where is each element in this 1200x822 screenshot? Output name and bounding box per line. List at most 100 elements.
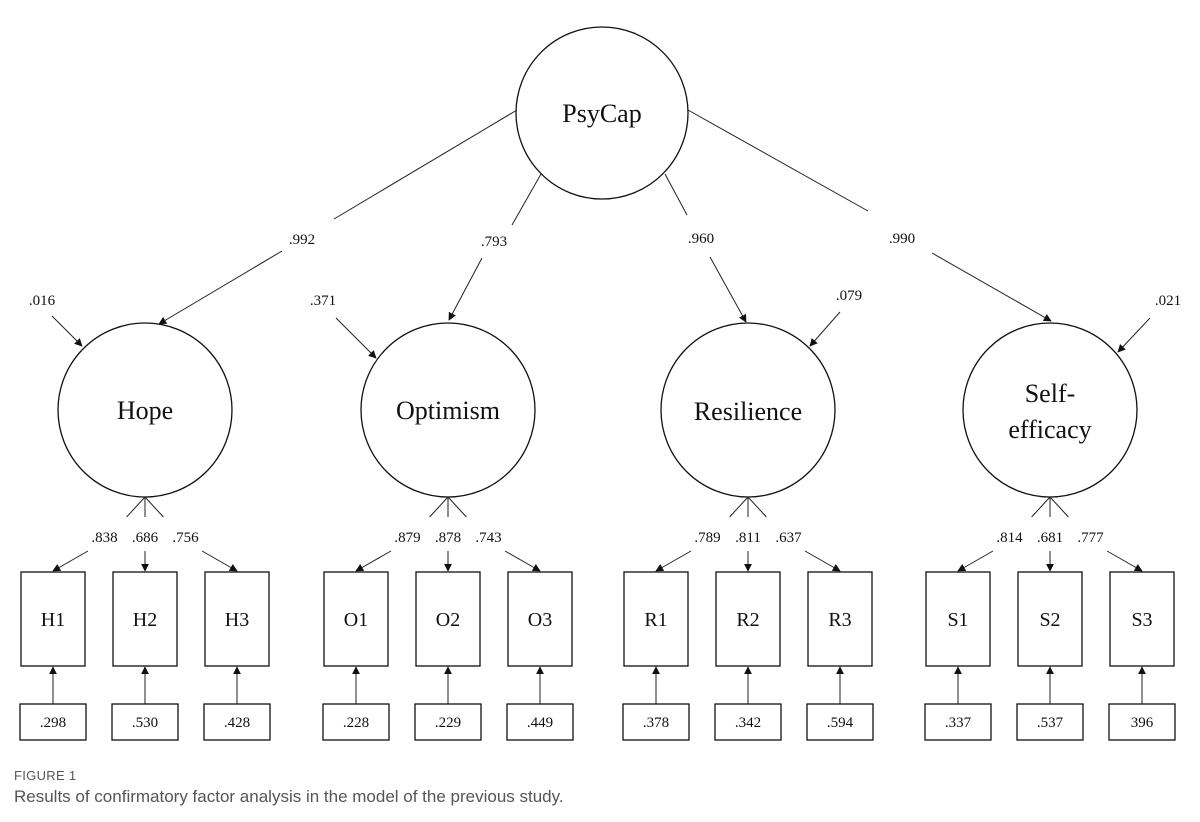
loading-stub-h1 xyxy=(126,496,146,518)
figure-caption: FIGURE 1 Results of confirmatory factor … xyxy=(14,768,564,807)
error-box-h2 xyxy=(111,703,179,741)
error-box-o1 xyxy=(322,703,390,741)
error-box-r2 xyxy=(714,703,782,741)
structural-paths: .992 .793 .960 .990 xyxy=(158,109,1052,325)
error-label-h2: .530 xyxy=(132,715,158,731)
loading-stub-o1 xyxy=(429,496,449,518)
error-box-o3 xyxy=(506,703,574,741)
indicator-label-o2: O2 xyxy=(436,609,460,631)
loading-label-s3: .777 xyxy=(1077,530,1104,546)
error-box-r1 xyxy=(622,703,690,741)
indicator-label-o3: O3 xyxy=(528,609,552,631)
loading-arrow-o1 xyxy=(355,550,392,572)
hope-label: Hope xyxy=(117,396,173,425)
error-label-s2: .537 xyxy=(1037,715,1064,731)
hope-factor: Hope xyxy=(57,322,233,498)
optimism-loading: .793 xyxy=(481,234,507,250)
loading-arrow-s1 xyxy=(957,550,994,572)
loading-arrow-h3 xyxy=(201,550,238,572)
loading-label-o1: .879 xyxy=(394,530,420,546)
error-label-o1: .228 xyxy=(343,715,369,731)
indicator-label-r2: R2 xyxy=(736,609,759,631)
error-box-s3 xyxy=(1108,703,1176,741)
indicator-label-r3: R3 xyxy=(828,609,851,631)
hope-residual: .016 xyxy=(29,293,56,309)
indicator-box-s2 xyxy=(1017,571,1083,667)
indicator-box-s1 xyxy=(925,571,991,667)
loading-label-h2: .686 xyxy=(132,530,159,546)
error-label-h3: .428 xyxy=(224,715,250,731)
indicator-box-h3 xyxy=(204,571,270,667)
figure-label: FIGURE 1 xyxy=(14,768,77,783)
optimism-label: Optimism xyxy=(396,396,500,425)
self-efficacy-factor: Self- efficacy xyxy=(962,322,1138,498)
psycap-node: PsyCap xyxy=(515,26,689,200)
error-box-s2 xyxy=(1016,703,1084,741)
error-box-h3 xyxy=(203,703,271,741)
loading-label-h1: .838 xyxy=(91,530,117,546)
indicator-label-h3: H3 xyxy=(225,609,249,631)
indicator-label-h1: H1 xyxy=(41,609,65,631)
loading-label-o3: .743 xyxy=(475,530,501,546)
loading-stub-s1 xyxy=(1031,496,1051,518)
error-label-o2: .229 xyxy=(435,715,461,731)
error-box-o2 xyxy=(414,703,482,741)
cfa-diagram: PsyCap .992 .793 .960 .990 .016 .371 .07… xyxy=(19,26,1181,741)
error-label-h1: .298 xyxy=(40,715,66,731)
loading-arrow-r3 xyxy=(804,550,841,572)
loading-label-r3: .637 xyxy=(775,530,802,546)
indicator-box-r1 xyxy=(623,571,689,667)
loading-label-s1: .814 xyxy=(996,530,1023,546)
error-label-s3: 396 xyxy=(1131,715,1154,731)
loading-label-s2: .681 xyxy=(1037,530,1063,546)
loading-arrow-h1 xyxy=(52,550,89,572)
error-label-r3: .594 xyxy=(827,715,854,731)
loading-arrow-r1 xyxy=(655,550,692,572)
resilience-label: Resilience xyxy=(694,397,802,426)
indicator-box-h1 xyxy=(20,571,86,667)
self-efficacy-residual: .021 xyxy=(1155,293,1181,309)
error-label-s1: .337 xyxy=(945,715,972,731)
indicator-box-h2 xyxy=(112,571,178,667)
resilience-residual: .079 xyxy=(836,288,862,304)
indicator-label-s1: S1 xyxy=(947,609,968,631)
loading-stub-h3 xyxy=(144,496,164,518)
caption-text: Results of confirmatory factor analysis … xyxy=(14,787,564,806)
error-box-h1 xyxy=(19,703,87,741)
error-box-s1 xyxy=(924,703,992,741)
loading-arrow-s3 xyxy=(1106,550,1143,572)
hope-loading: .992 xyxy=(289,232,315,248)
indicator-box-r2 xyxy=(715,571,781,667)
loading-label-r2: .811 xyxy=(735,530,761,546)
loading-label-r1: .789 xyxy=(694,530,720,546)
indicator-box-r3 xyxy=(807,571,873,667)
loading-stub-o3 xyxy=(447,496,467,518)
loading-stub-s3 xyxy=(1049,496,1069,518)
factor-residuals: .016 .371 .079 .021 xyxy=(29,288,1181,359)
loading-stub-r3 xyxy=(747,496,767,518)
indicator-box-o2 xyxy=(415,571,481,667)
indicator-label-s2: S2 xyxy=(1039,609,1060,631)
indicator-box-o1 xyxy=(323,571,389,667)
loading-label-h3: .756 xyxy=(172,530,199,546)
indicator-label-o1: O1 xyxy=(344,609,368,631)
indicator-label-r1: R1 xyxy=(644,609,667,631)
indicator-box-o3 xyxy=(507,571,573,667)
indicator-label-h2: H2 xyxy=(133,609,157,631)
loading-arrow-o3 xyxy=(504,550,541,572)
self-efficacy-label-line-1: Self- xyxy=(1025,379,1076,408)
error-label-o3: .449 xyxy=(527,715,553,731)
indicator-box-s3 xyxy=(1109,571,1175,667)
resilience-loading: .960 xyxy=(688,231,714,247)
psycap-label: PsyCap xyxy=(562,99,641,128)
optimism-residual: .371 xyxy=(310,293,336,309)
self-efficacy-loading: .990 xyxy=(889,231,915,247)
indicator-label-s3: S3 xyxy=(1131,609,1152,631)
error-label-r2: .342 xyxy=(735,715,761,731)
loading-label-o2: .878 xyxy=(435,530,461,546)
error-box-r3 xyxy=(806,703,874,741)
loading-stub-r1 xyxy=(729,496,749,518)
error-label-r1: .378 xyxy=(643,715,669,731)
optimism-factor: Optimism xyxy=(360,322,536,498)
